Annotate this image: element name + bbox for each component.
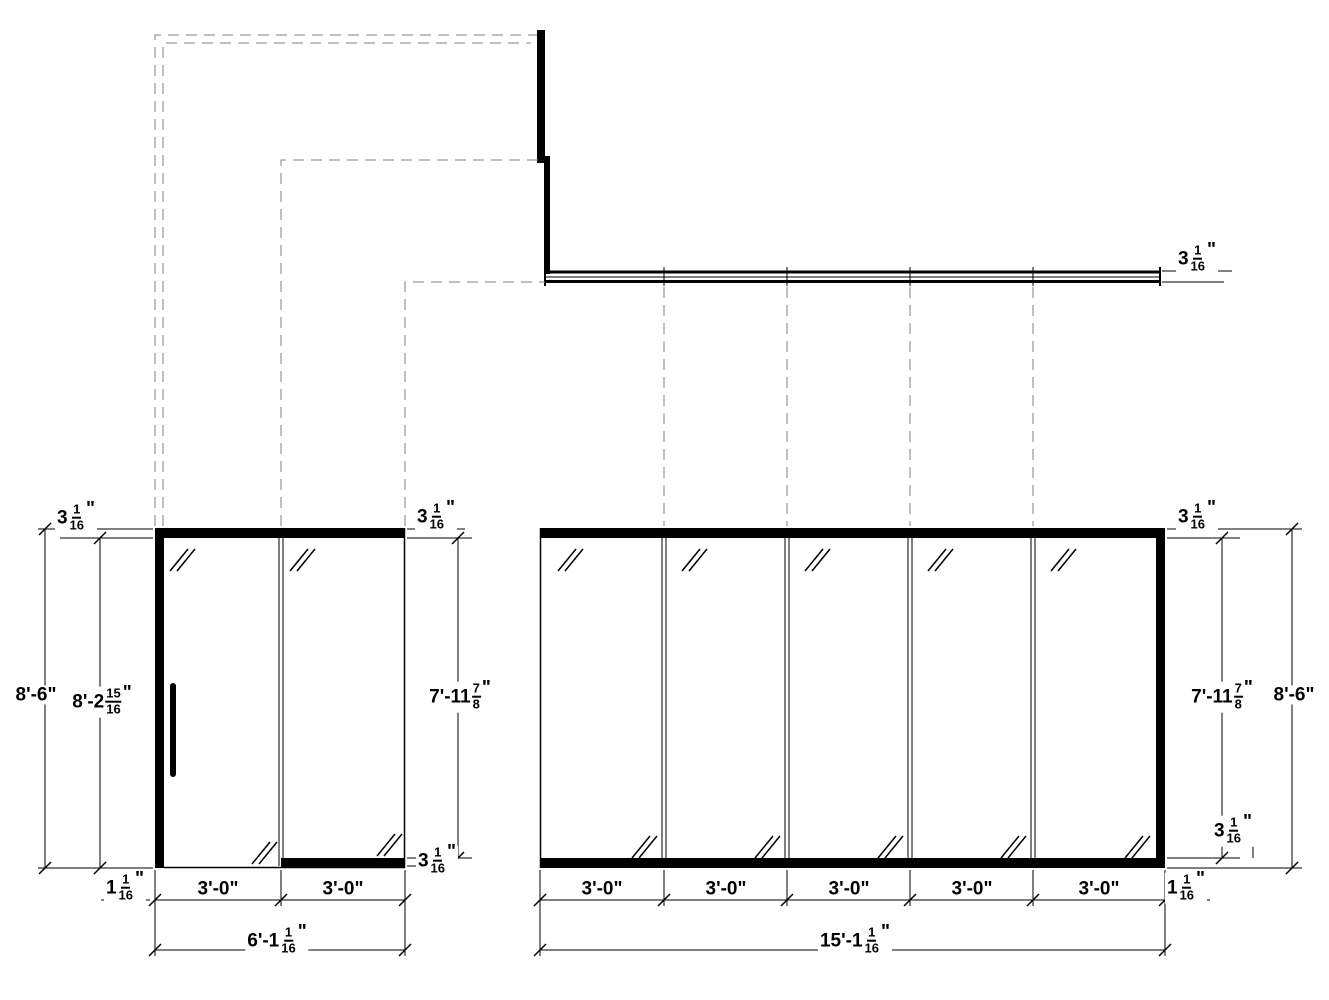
dim-tick (533, 943, 547, 957)
right-elev-head-channel (540, 528, 1165, 538)
dim-tick (1215, 851, 1229, 865)
left-elevation (155, 528, 406, 869)
dim-tick (148, 893, 162, 907)
dim-tick (1158, 943, 1172, 957)
glass-hatch (811, 548, 831, 572)
dim-tick (398, 893, 412, 907)
dim-tick (1026, 893, 1040, 907)
plan-wall-upper (537, 30, 545, 163)
dim-re-panel-width-4: 3'-0" (949, 878, 995, 900)
dim-tick (274, 893, 288, 907)
glass-hatch (1124, 835, 1144, 859)
glass-hatch (383, 833, 403, 857)
glass-hatch (251, 841, 271, 865)
projection-mullion-left-elev (280, 159, 544, 526)
projection-left-inner (162, 42, 531, 526)
glass-hatch (631, 835, 651, 859)
dim-tick (93, 861, 107, 875)
dim-tick (533, 893, 547, 907)
plan-wall-lower (544, 156, 550, 274)
glass-hatch (289, 548, 309, 572)
right-elev-glass-hatches (557, 548, 1151, 859)
dim-re-panel-width-1: 3'-0" (579, 878, 625, 900)
glass-hatch (1050, 548, 1070, 572)
glass-hatch (1007, 835, 1027, 859)
dim-tick (93, 531, 107, 545)
dim-tick (38, 861, 52, 875)
glass-hatch (877, 835, 897, 859)
dim-tick (657, 893, 671, 907)
glass-hatch (681, 548, 701, 572)
dim-tick (38, 522, 52, 536)
glass-hatch (927, 548, 947, 572)
glass-hatch (884, 835, 904, 859)
left-elev-head-channel (155, 528, 405, 538)
glass-hatch (296, 548, 316, 572)
dim-re-panel-width-3: 3'-0" (826, 878, 872, 900)
glass-hatch (564, 548, 584, 572)
projection-lines (154, 34, 1034, 526)
dim-tick (148, 943, 162, 957)
dim-tick (451, 531, 465, 545)
glass-hatch (688, 548, 708, 572)
glass-hatch (804, 548, 824, 572)
right-elev-sill-channel (540, 858, 1157, 867)
left-elev-glass-hatches (169, 548, 403, 865)
dimension-lines (38, 270, 1302, 957)
glass-hatch (176, 548, 196, 572)
dim-tick (1285, 861, 1299, 875)
glass-hatch (1057, 548, 1077, 572)
dim-le-panel-width-1: 3'-0" (195, 878, 241, 900)
dim-le-panel-width-2: 3'-0" (320, 878, 366, 900)
dim-tick (903, 893, 917, 907)
right-elev-wall-jamb (1156, 528, 1165, 868)
glass-hatch (1131, 835, 1151, 859)
dim-tick (398, 943, 412, 957)
glass-hatch (169, 548, 189, 572)
projection-left-elev-end (404, 281, 545, 526)
projection-left-outer (154, 34, 537, 526)
dim-tick (1285, 522, 1299, 536)
dim-re-overall-height: 8'-6" (1271, 684, 1317, 706)
left-elev-sill-channel (281, 858, 405, 867)
glass-hatch (557, 548, 577, 572)
dim-le-overall-height: 8'-6" (13, 684, 59, 706)
dim-re-panel-width-5: 3'-0" (1076, 878, 1122, 900)
glass-hatch (761, 835, 781, 859)
right-elevation (539, 528, 1165, 868)
dim-re-panel-width-2: 3'-0" (703, 878, 749, 900)
left-elev-wall-jamb (155, 528, 164, 868)
glass-hatch (258, 841, 278, 865)
plan-view (537, 30, 1161, 286)
glass-hatch (754, 835, 774, 859)
dim-tick (1215, 531, 1229, 545)
dim-tick (780, 893, 794, 907)
glass-hatch (934, 548, 954, 572)
glass-hatch (376, 833, 396, 857)
glass-hatch (638, 835, 658, 859)
glass-hatch (1000, 835, 1020, 859)
door-handle (170, 683, 176, 777)
